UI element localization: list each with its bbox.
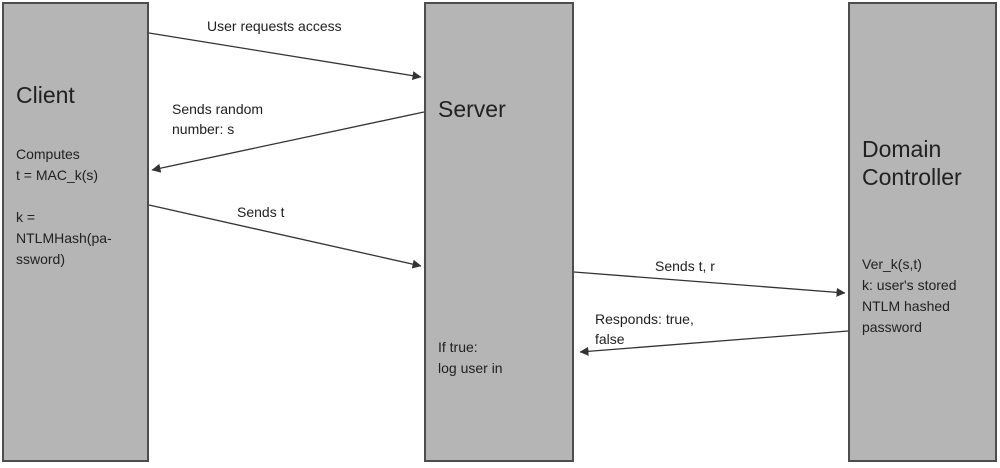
arrow-user-requests-access [148, 32, 422, 81]
arrow-sends-t [148, 204, 422, 269]
actor-box-server: Server If true: log user in [424, 2, 574, 462]
actor-box-client: Client Computes t = MAC_k(s) k = NTLMHas… [2, 2, 149, 462]
message-label-sends-random-number: Sends random number: s [172, 101, 264, 137]
message-label-user-requests-access: User requests access [207, 18, 342, 34]
actor-box-domain-controller: Domain Controller Ver_k(s,t) k: user's s… [848, 2, 997, 462]
client-note-key: k = NTLMHash(pa- ssword) [16, 209, 112, 267]
domain-controller-note-verify: Ver_k(s,t) k: user's stored NTLM hashed … [862, 256, 957, 335]
message-label-sends-t-r: Sends t, r [655, 258, 715, 274]
actor-title-domain-controller: Domain Controller [862, 136, 962, 190]
message-label-sends-t: Sends t [237, 204, 285, 220]
message-label-responds-true-false: Responds: true, false [595, 311, 694, 347]
client-note-computes: Computes t = MAC_k(s) [16, 146, 99, 183]
actor-title-server: Server [438, 96, 506, 122]
server-note-log-in: If true: log user in [438, 339, 503, 376]
actor-title-client: Client [16, 82, 75, 108]
